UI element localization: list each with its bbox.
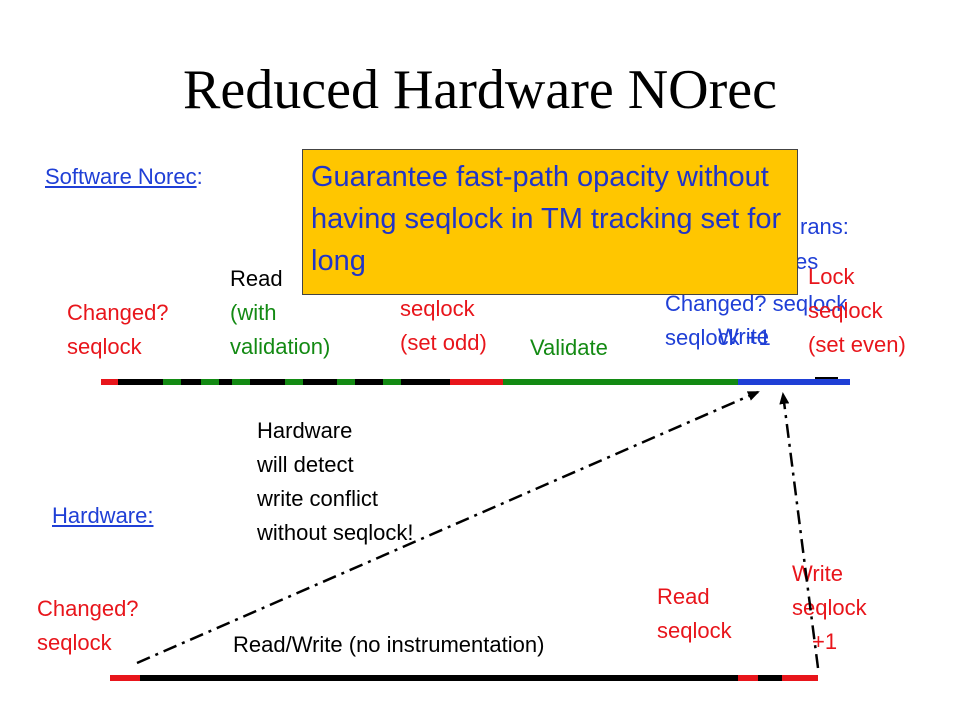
opacity-callout: Guarantee fast-path opacity without havi… (302, 149, 798, 295)
hw-changed-label: Changed? seqlock (37, 592, 139, 660)
sw-validate-label: Validate (530, 335, 608, 360)
sw-changed-line-2: seqlock (67, 334, 142, 359)
hw-write-seqlock-line-2: seqlock (792, 595, 867, 620)
slide-title: Reduced Hardware NOrec (183, 59, 777, 121)
hw-read-seqlock-line-2: seqlock (657, 618, 732, 643)
software-norec-heading[interactable]: Software Norec: (45, 160, 203, 194)
sw-read-line-2: (with (230, 300, 277, 325)
hw-write-seqlock-line-1: Write (792, 561, 843, 586)
hw-note-line-3: write conflict (257, 486, 379, 511)
hw-write-seqlock-label: Write seqlock +1 (792, 557, 867, 659)
hw-read-seqlock-label: Read seqlock (657, 580, 732, 648)
sw-changed-blue-line-2: seqlock +1 (665, 325, 771, 350)
sw-changed-line-1: Changed? (67, 300, 169, 325)
hw-readwrite-label: Read/Write (no instrumentation) (233, 632, 545, 657)
sw-changed-label: Changed? seqlock (67, 296, 169, 364)
hw-to-sw-arrow-right (779, 392, 820, 669)
software-norec-link[interactable]: Software Norec (45, 164, 197, 189)
sw-changed-blue-line-1: Changed? seqlock (665, 291, 848, 316)
hw-note: Hardware will detect write conflict with… (257, 414, 414, 550)
hw-note-line-1: Hardware (257, 418, 353, 443)
sw-lock-odd-label: seqlock (set odd) (400, 292, 487, 360)
hardware-heading-link[interactable]: Hardware: (52, 503, 154, 528)
hw-to-sw-arrow-left (136, 390, 760, 665)
hw-write-seqlock-line-3: +1 (812, 629, 838, 654)
sw-write-label: Write (718, 324, 769, 349)
software-norec-colon: : (196, 164, 203, 189)
sw-changed-blue-label: Changed? seqlock seqlock +1 (665, 287, 847, 355)
sw-lock-even-line-2: seqlock (808, 298, 883, 323)
sw-lock-even-line-3: (set even) (808, 332, 906, 357)
hw-changed-line-2: seqlock (37, 630, 112, 655)
sw-lock-odd-line-2: (set odd) (400, 330, 487, 355)
hw-note-line-2: will detect (257, 452, 354, 477)
sw-lock-even-line-1: Lock (808, 264, 855, 289)
sw-read-line-1: Read (230, 266, 283, 291)
hw-read-seqlock-line-1: Read (657, 584, 710, 609)
sw-read-label: Read (with validation) (230, 262, 330, 364)
sw-lock-odd-line-1: seqlock (400, 296, 475, 321)
hw-note-line-4: without seqlock! (257, 520, 414, 545)
hw-changed-line-1: Changed? (37, 596, 139, 621)
sw-read-line-3: validation) (230, 334, 331, 359)
sw-trans-label: rans: (800, 214, 849, 239)
sw-lock-even-label: Lock seqlock (set even) (808, 260, 906, 362)
sw-values-label: es (795, 249, 819, 274)
